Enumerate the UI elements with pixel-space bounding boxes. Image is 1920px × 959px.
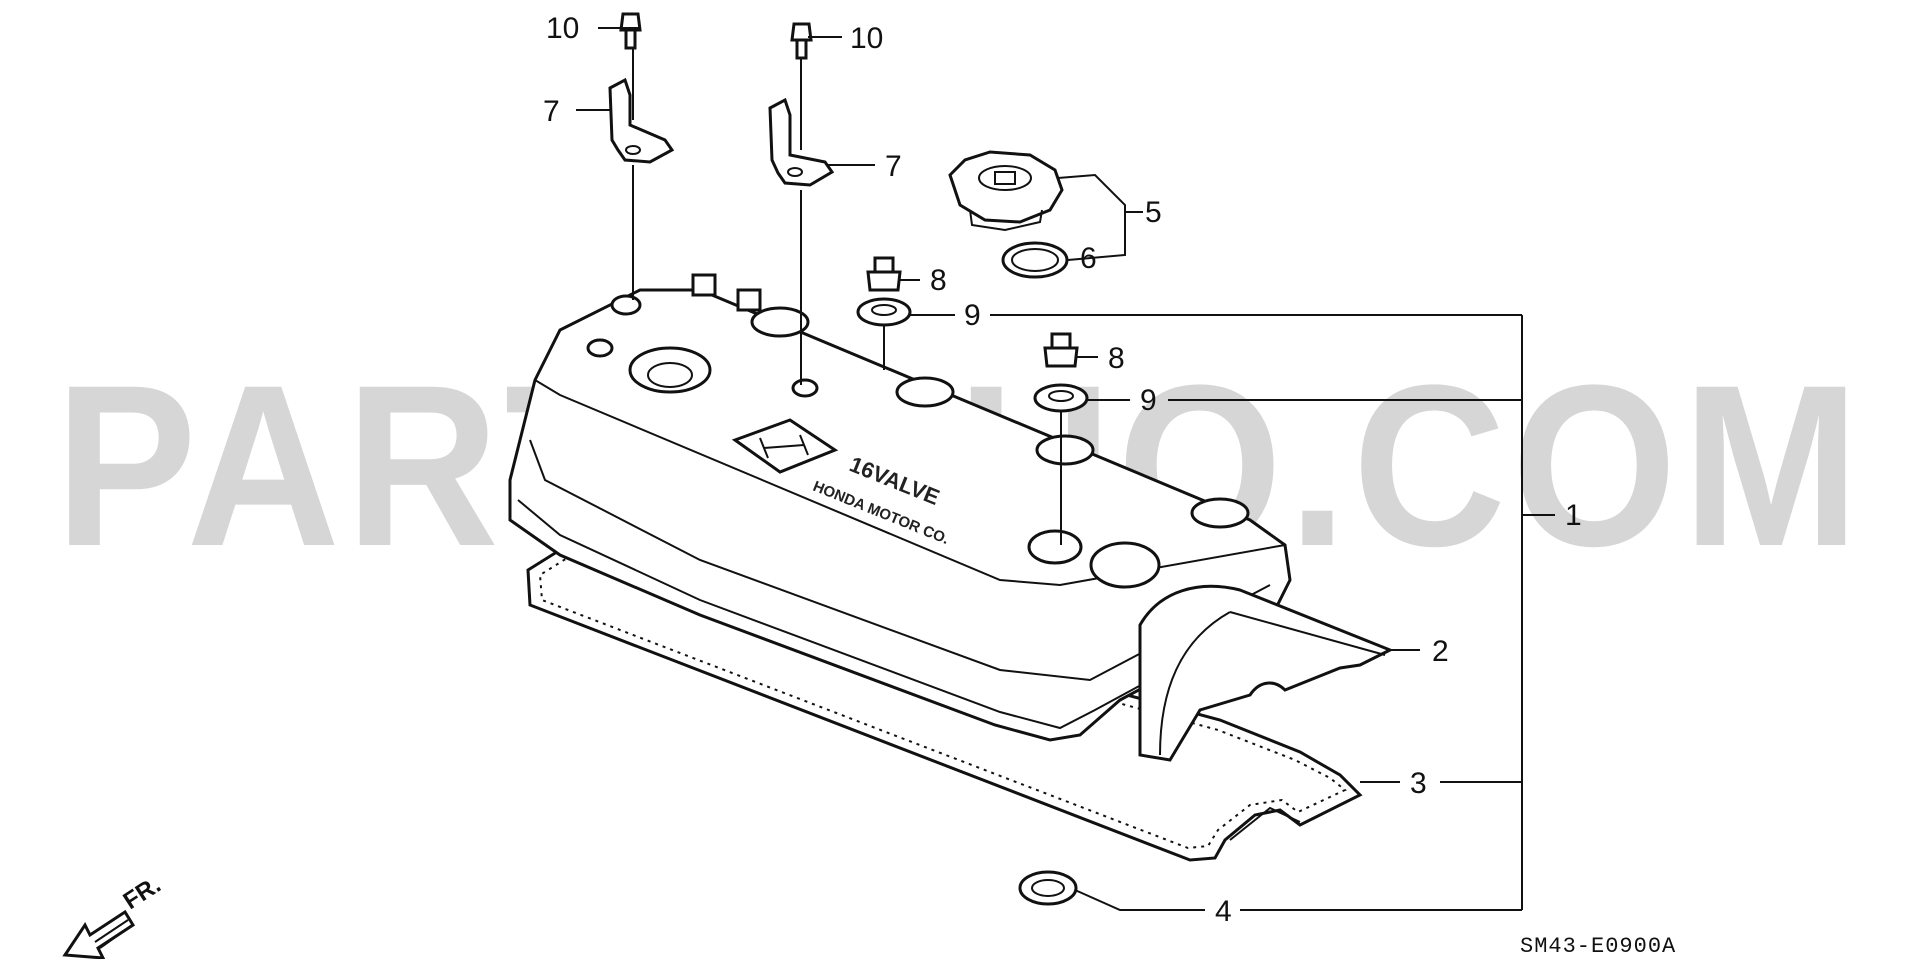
cap-nut-upper[interactable] (866, 256, 902, 292)
callout-2[interactable]: 2 (1432, 635, 1449, 668)
callout-5[interactable]: 5 (1145, 196, 1162, 229)
callout-1[interactable]: 1 (1565, 499, 1582, 532)
bolt-left[interactable] (619, 12, 642, 50)
callout-9-upper[interactable]: 9 (964, 299, 981, 332)
callout-9-lower[interactable]: 9 (1140, 384, 1157, 417)
front-arrow-icon (62, 909, 136, 959)
front-direction-indicator: FR. (62, 871, 166, 959)
plug-tube-seal[interactable] (1018, 870, 1078, 906)
callout-8-upper[interactable]: 8 (930, 264, 947, 297)
harness-bracket-right[interactable] (768, 97, 835, 187)
oil-filler-cap[interactable] (948, 150, 1064, 232)
callout-4[interactable]: 4 (1215, 895, 1232, 928)
callout-10-right[interactable]: 10 (850, 22, 883, 55)
leader-lines (576, 27, 1555, 911)
assembly-lines (632, 48, 1062, 545)
callout-6[interactable]: 6 (1080, 242, 1097, 275)
callout-7-right[interactable]: 7 (885, 150, 902, 183)
filler-cap-gasket[interactable] (1001, 241, 1069, 279)
callout-7-left[interactable]: 7 (543, 95, 560, 128)
washer-upper[interactable] (856, 297, 912, 327)
diagram-code: SM43-E0900A (1520, 934, 1676, 959)
valve-cover-end-cover[interactable] (1138, 584, 1394, 762)
callout-10-left[interactable]: 10 (546, 12, 579, 45)
callout-8-lower[interactable]: 8 (1108, 342, 1125, 375)
front-label: FR. (119, 871, 166, 915)
callouts: 1 2 3 4 5 6 7 7 8 8 9 9 10 10 (543, 12, 1582, 928)
bolt-right[interactable] (790, 22, 813, 60)
valve-cover[interactable]: 16VALVE HONDA MOTOR CO. (508, 273, 1292, 742)
washer-lower[interactable] (1033, 383, 1089, 413)
harness-bracket-left[interactable] (608, 77, 675, 164)
callout-3[interactable]: 3 (1410, 767, 1427, 800)
cap-nut-lower[interactable] (1043, 332, 1079, 368)
